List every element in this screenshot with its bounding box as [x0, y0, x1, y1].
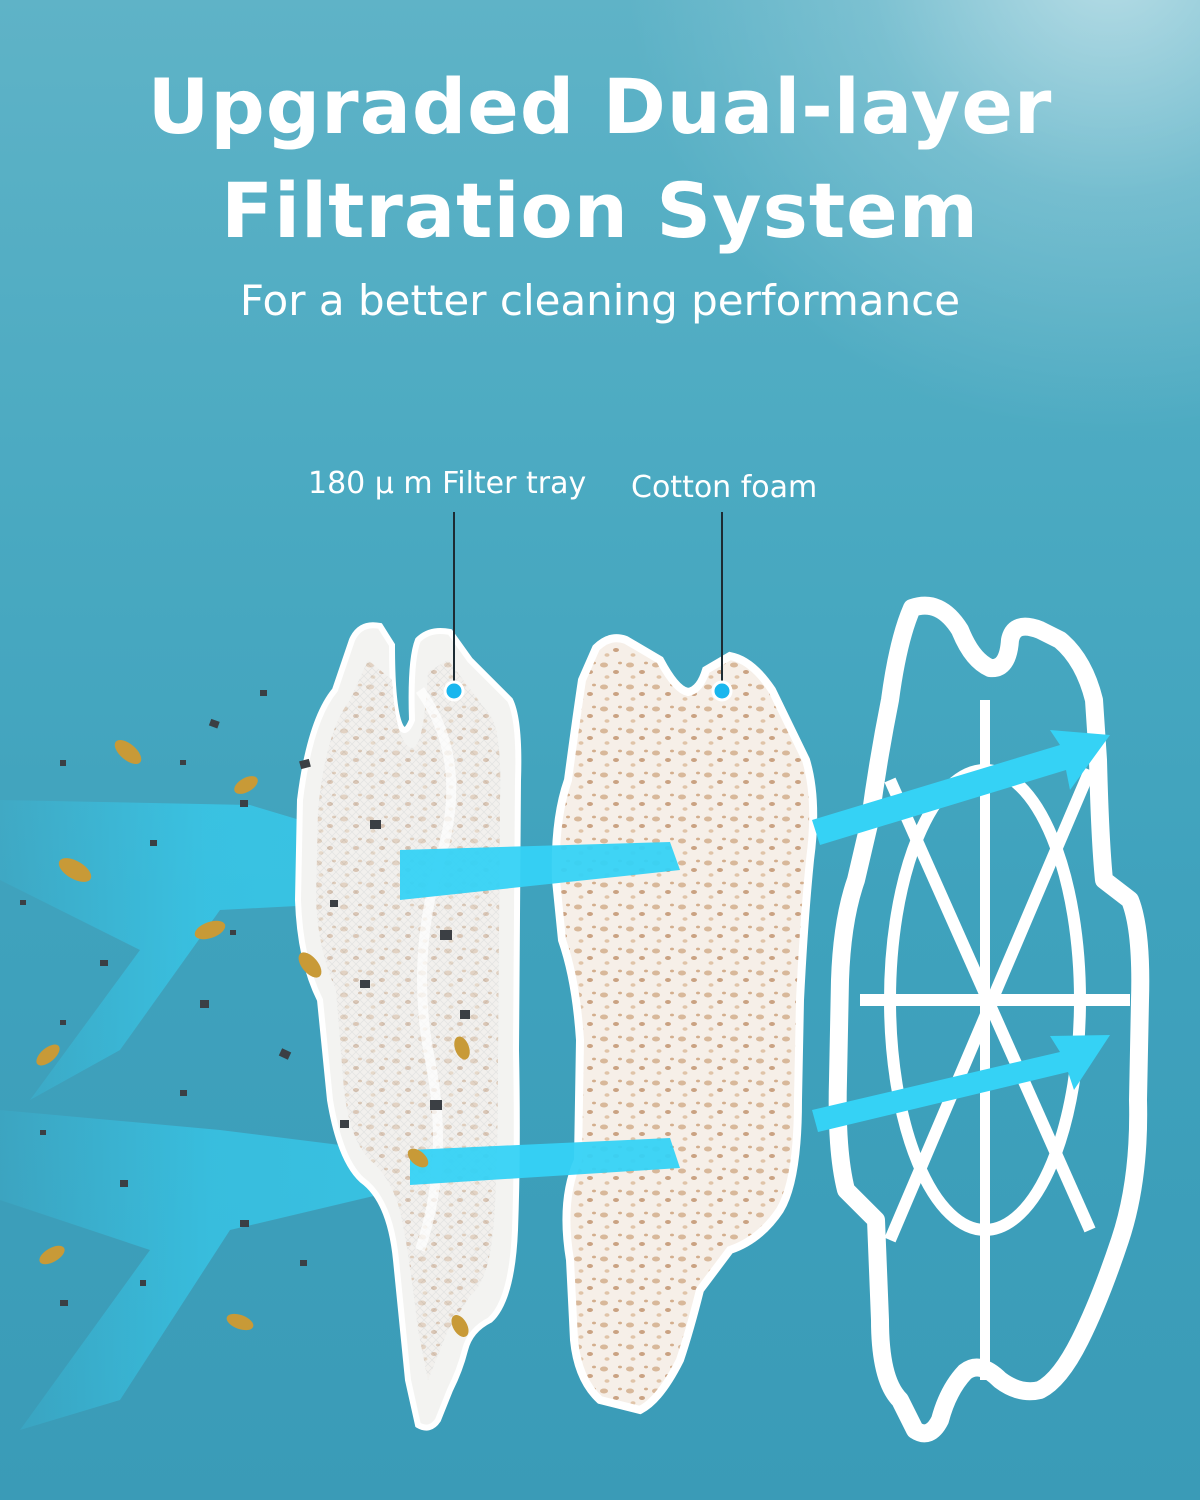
foam-marker-dot: [711, 680, 733, 702]
headline-line-1: Upgraded Dual-layer: [147, 62, 1053, 151]
cotton-foam-label: Cotton foam: [631, 470, 818, 505]
support-frame: [828, 596, 1150, 1443]
filter-tray: [294, 622, 522, 1431]
leaf-particles: [36, 740, 470, 1337]
tray-marker-dot: [443, 680, 465, 702]
debris-particles: [20, 690, 470, 1306]
subtitle: For a better cleaning performance: [239, 276, 961, 325]
callout-tray-leader: [443, 512, 465, 702]
headline-line-2: Filtration System: [221, 166, 979, 255]
callout-foam-leader: [711, 512, 733, 702]
through-airflow: [400, 730, 1110, 1185]
cotton-foam: [551, 634, 818, 1415]
filter-tray-label: 180 μ m Filter tray: [308, 466, 587, 501]
light-glow: [620, 0, 1200, 440]
